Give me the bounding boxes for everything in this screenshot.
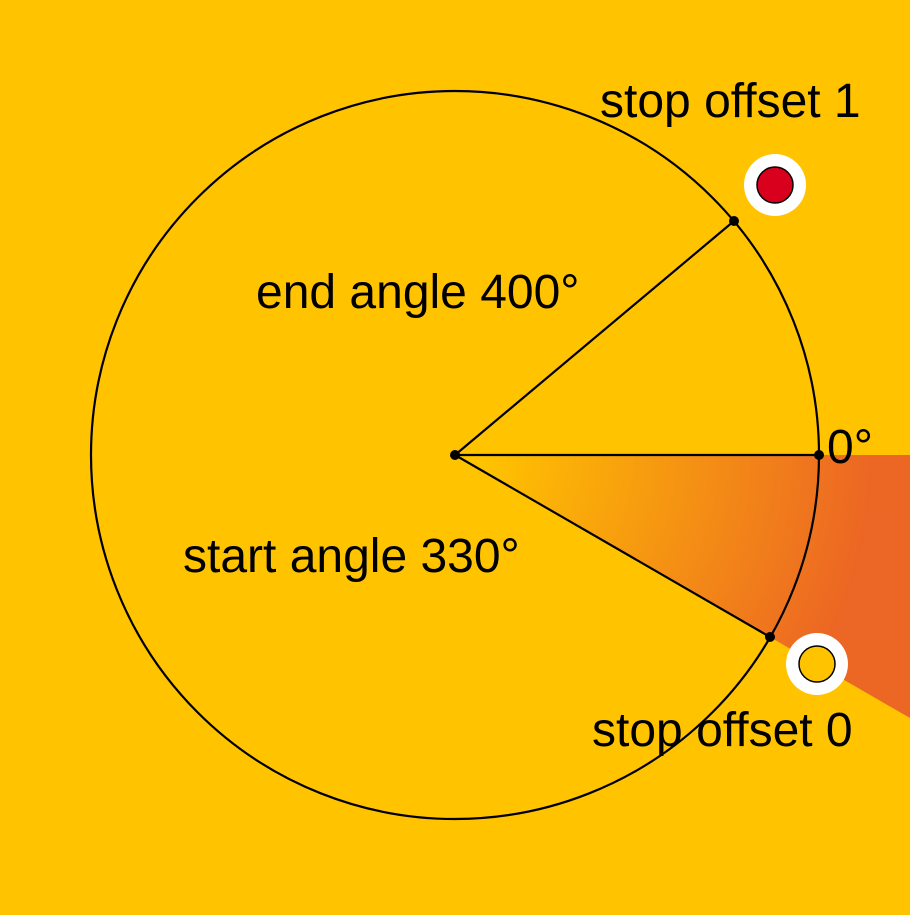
stop-offset-0-handle[interactable] — [786, 633, 848, 695]
zero-point — [814, 450, 824, 460]
end-angle-point — [729, 216, 739, 226]
end-angle-label: end angle 400° — [256, 266, 579, 319]
start-angle-point — [765, 632, 775, 642]
stop-offset-0-swatch — [798, 645, 836, 683]
start-angle-ray — [454, 454, 771, 638]
stop-offset-1-swatch — [756, 166, 794, 204]
stop-offset-1-handle[interactable] — [744, 154, 806, 216]
center-point — [450, 450, 460, 460]
stop-offset-0-label: stop offset 0 — [592, 704, 853, 757]
start-angle-label: start angle 330° — [183, 530, 520, 583]
stop-offset-1-label: stop offset 1 — [600, 75, 861, 128]
zero-degree-label: 0° — [827, 421, 873, 474]
end-angle-ray — [454, 220, 735, 456]
